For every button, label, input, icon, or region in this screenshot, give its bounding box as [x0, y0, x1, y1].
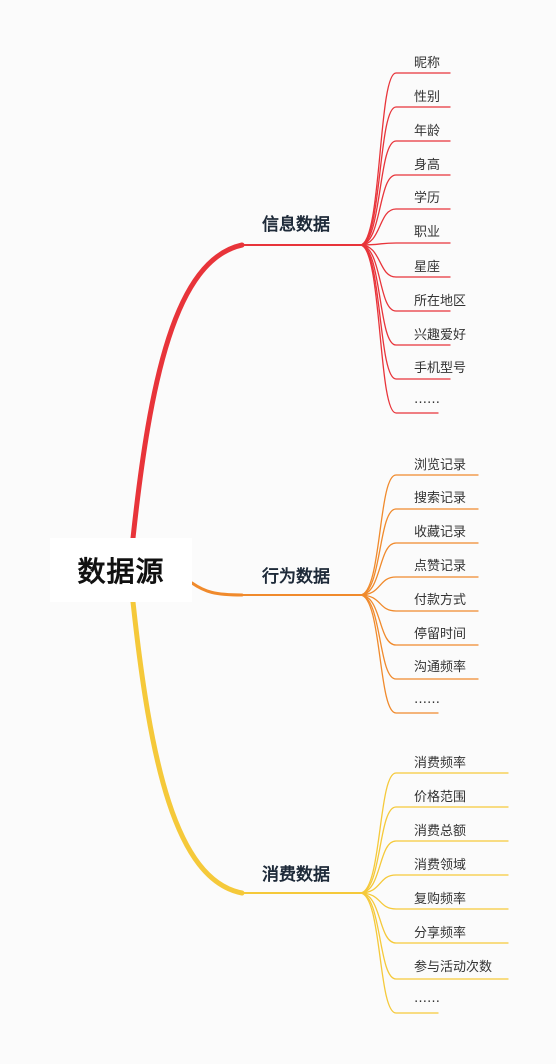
leaf-connector: [359, 72, 451, 246]
leaf-connector: [359, 474, 479, 596]
branch-node-consumption[interactable]: 消费数据: [262, 860, 330, 885]
leaf-connector: [359, 208, 451, 246]
leaf-label: 身高: [414, 158, 441, 173]
leaf-node[interactable]: 价格范围: [414, 786, 466, 805]
leaf-connector: [359, 508, 479, 596]
leaf-node[interactable]: 复购频率: [414, 888, 466, 907]
leaf-node[interactable]: 收藏记录: [414, 521, 466, 540]
branch-label: 行为数据: [262, 567, 330, 587]
root-branch-connector: [191, 582, 243, 596]
branch-node-info[interactable]: 信息数据: [262, 210, 330, 235]
leaf-label: 昵称: [414, 56, 441, 71]
leaf-node[interactable]: 消费领域: [414, 854, 466, 873]
leaf-connector: [359, 840, 509, 894]
leaf-label: 收藏记录: [414, 525, 467, 540]
leaf-node[interactable]: 星座: [414, 256, 440, 275]
leaf-node[interactable]: 兴趣爱好: [414, 324, 466, 343]
leaf-node[interactable]: ……: [414, 692, 440, 707]
leaf-label: 性别: [414, 90, 441, 105]
leaf-connector: [359, 106, 451, 246]
leaf-label: 复购频率: [414, 892, 467, 907]
leaf-connector: [359, 594, 479, 646]
leaf-connector: [359, 174, 451, 246]
leaf-label: 职业: [414, 225, 441, 240]
root-branch-connector: [132, 601, 243, 894]
leaf-label: 消费总额: [414, 824, 467, 839]
leaf-connector: [359, 874, 509, 894]
leaf-node[interactable]: 点赞记录: [414, 555, 466, 574]
leaf-label: 参与活动次数: [414, 960, 493, 975]
leaf-connector: [359, 594, 439, 714]
branch-node-behavior[interactable]: 行为数据: [262, 562, 330, 587]
leaf-label: 消费领域: [414, 858, 467, 873]
leaf-label: 学历: [414, 191, 441, 206]
leaf-node[interactable]: 停留时间: [414, 623, 466, 642]
leaf-connector: [359, 892, 509, 944]
leaf-label: ……: [414, 392, 440, 407]
leaf-label: ……: [414, 991, 440, 1006]
leaf-node[interactable]: 手机型号: [414, 357, 466, 376]
leaf-label: 星座: [414, 260, 441, 275]
leaf-node[interactable]: 消费总额: [414, 820, 466, 839]
leaf-label: 沟通频率: [414, 660, 467, 675]
leaf-connector: [359, 244, 451, 312]
leaf-node[interactable]: 消费频率: [414, 752, 466, 771]
leaf-label: 手机型号: [414, 361, 467, 376]
leaf-label: 价格范围: [414, 790, 467, 805]
leaf-connector: [359, 806, 509, 894]
leaf-label: 停留时间: [414, 627, 467, 642]
branch-label: 消费数据: [262, 865, 330, 885]
leaf-node[interactable]: 身高: [414, 154, 440, 173]
leaf-connector: [359, 576, 479, 596]
leaf-node[interactable]: 职业: [414, 221, 440, 240]
leaf-label: 所在地区: [414, 294, 467, 309]
leaf-node[interactable]: 学历: [414, 187, 440, 206]
leaf-connector: [359, 594, 479, 612]
leaf-label: 兴趣爱好: [414, 328, 467, 343]
leaf-node[interactable]: 分享频率: [414, 922, 466, 941]
leaf-connector: [359, 892, 509, 910]
leaf-node[interactable]: 沟通频率: [414, 656, 466, 675]
root-branch-connector: [132, 244, 243, 539]
leaf-node[interactable]: 付款方式: [414, 589, 466, 608]
root-label: 数据源: [77, 555, 165, 588]
leaf-connector: [359, 244, 451, 278]
leaf-label: 搜索记录: [414, 491, 467, 506]
leaf-node[interactable]: 搜索记录: [414, 487, 466, 506]
leaf-node[interactable]: 浏览记录: [414, 454, 466, 473]
leaf-label: 浏览记录: [414, 458, 467, 473]
leaf-node[interactable]: ……: [414, 392, 440, 407]
leaf-connector: [359, 242, 451, 246]
leaf-connector: [359, 772, 509, 894]
leaf-node[interactable]: 昵称: [414, 52, 440, 71]
leaf-node[interactable]: 年龄: [414, 120, 440, 139]
branch-label: 信息数据: [262, 215, 330, 235]
root-node[interactable]: 数据源: [50, 538, 192, 602]
leaf-connector: [359, 542, 479, 596]
leaf-label: 年龄: [414, 124, 441, 139]
leaf-node[interactable]: 所在地区: [414, 290, 466, 309]
root-branch-connector: [130, 242, 245, 541]
leaf-label: ……: [414, 692, 440, 707]
leaf-connector: [359, 892, 439, 1014]
root-branch-connector: [130, 599, 245, 896]
leaf-node[interactable]: 参与活动次数: [414, 956, 492, 975]
leaf-label: 付款方式: [414, 593, 467, 608]
leaf-label: 消费频率: [414, 756, 467, 771]
leaf-label: 点赞记录: [414, 559, 467, 574]
leaf-node[interactable]: 性别: [414, 86, 440, 105]
leaf-node[interactable]: ……: [414, 991, 440, 1006]
leaf-connector: [359, 140, 451, 246]
leaf-connector: [359, 244, 439, 414]
leaf-label: 分享频率: [414, 926, 467, 941]
